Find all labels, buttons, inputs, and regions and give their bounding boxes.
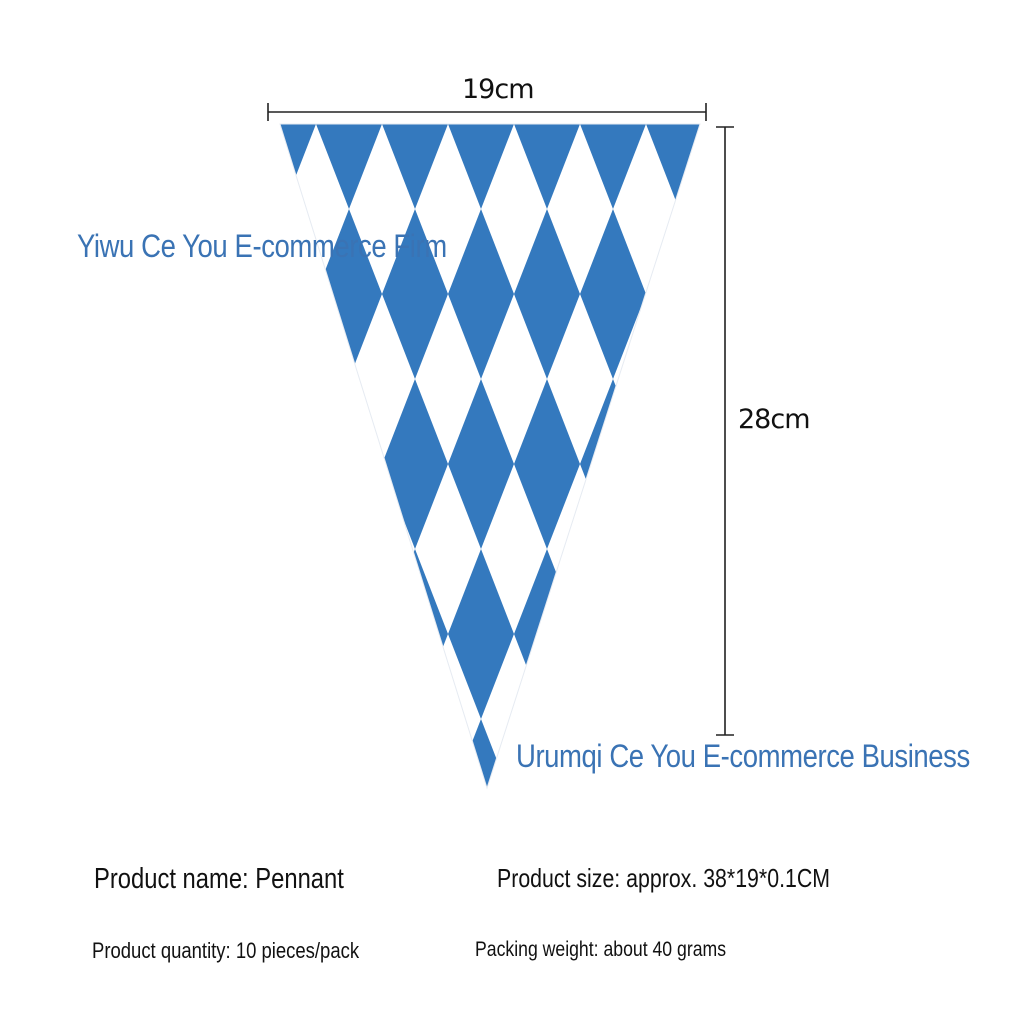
watermark-top: Yiwu Ce You E-commerce Firm xyxy=(77,228,447,264)
pennant-diamond xyxy=(514,209,580,379)
pennant-diamond xyxy=(580,124,646,209)
pennant-diamond xyxy=(382,209,448,379)
watermark-bottom: Urumqi Ce You E-commerce Business xyxy=(516,738,970,774)
product-name-text: Product name: Pennant xyxy=(94,863,344,895)
pennant-diamond xyxy=(646,549,700,719)
width-label: 19cm xyxy=(462,74,535,105)
pennant-diamond xyxy=(646,379,700,549)
pennant-diamond xyxy=(280,549,316,719)
product-size-text: Product size: approx. 38*19*0.1CM xyxy=(497,863,831,893)
pennant-diamond xyxy=(514,379,580,549)
pennant-diamond xyxy=(514,124,580,209)
packing-weight-text: Packing weight: about 40 grams xyxy=(475,938,727,961)
pennant-diamond xyxy=(280,124,316,209)
width-dimension-line xyxy=(267,103,707,121)
pennant-diamond xyxy=(316,124,382,209)
pennant-diamond xyxy=(382,124,448,209)
height-label: 28cm xyxy=(738,404,811,435)
pennant-diamond xyxy=(448,209,514,379)
pennant-diamond xyxy=(580,549,646,719)
pennant-diamond xyxy=(316,549,382,719)
pennant-diamond xyxy=(448,379,514,549)
pennant-diamond xyxy=(382,719,448,788)
height-dimension-line xyxy=(716,126,734,736)
pennant-diamond xyxy=(448,549,514,719)
pennant-diamond xyxy=(448,124,514,209)
product-quantity-text: Product quantity: 10 pieces/pack xyxy=(92,938,360,963)
pennant-diamond xyxy=(280,379,316,549)
pennant-diamond xyxy=(580,209,646,379)
